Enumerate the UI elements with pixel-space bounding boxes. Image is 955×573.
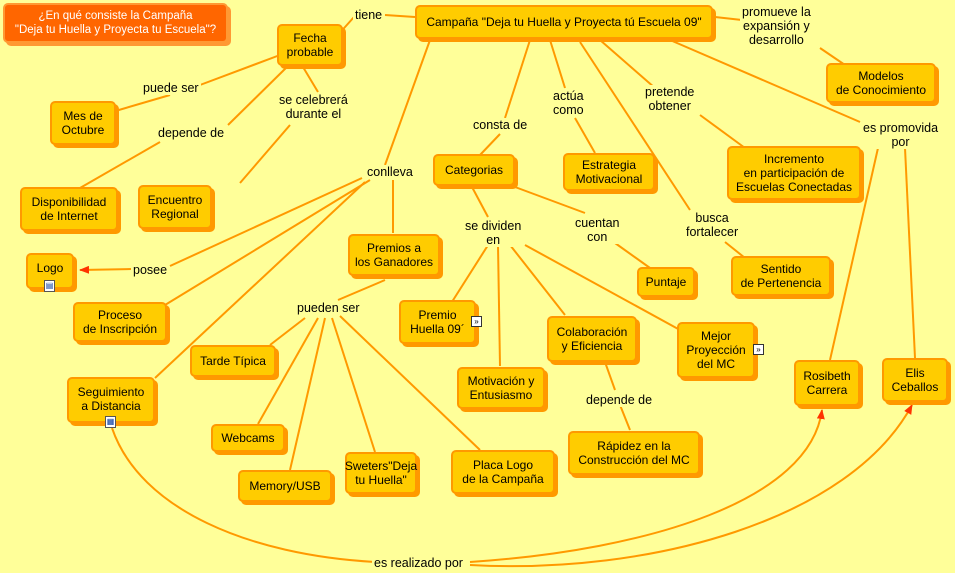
link-line (269, 317, 306, 346)
linking-phrase: actúa como (551, 89, 586, 117)
linking-phrase: depende de (156, 126, 227, 140)
concept-rosibeth[interactable]: Rosibeth Carrera (794, 360, 860, 406)
link-line (169, 177, 363, 267)
link-line (79, 265, 133, 274)
navigate-arrow-icon[interactable]: » (753, 344, 764, 355)
concept-tarde-tipica[interactable]: Tarde Típica (190, 345, 276, 377)
linking-phrase: es promovida por (861, 121, 941, 149)
concept-puntaje[interactable]: Puntaje (637, 267, 695, 297)
concept-rapidez[interactable]: Rápidez en la Construcción del MC (568, 431, 700, 475)
link-line (337, 279, 386, 301)
link-line (699, 114, 746, 149)
link-line (497, 244, 501, 367)
linking-phrase: se dividen en (463, 219, 524, 247)
link-line (904, 147, 916, 359)
linking-phrase: promueve la expansión y desarrollo (740, 5, 813, 47)
link-line (384, 14, 416, 18)
link-line (469, 404, 913, 568)
link-line (339, 315, 481, 451)
concept-fecha-probable[interactable]: Fecha probable (277, 24, 343, 66)
link-line (724, 241, 746, 259)
linking-phrase: tiene (353, 8, 385, 22)
link-line (384, 39, 431, 166)
linking-phrase: conlleva (365, 165, 415, 179)
link-line (579, 41, 691, 211)
link-line (111, 94, 171, 113)
concept-categorias[interactable]: Categorias (433, 154, 515, 186)
link-line (79, 141, 161, 189)
link-line (574, 117, 596, 154)
link-line (619, 404, 631, 431)
link-line (614, 242, 651, 269)
link-line (479, 133, 501, 156)
multi-document-icon[interactable]: ▦ (105, 416, 116, 428)
concept-webcams[interactable]: Webcams (211, 424, 285, 452)
link-line (227, 63, 291, 126)
link-line (111, 427, 376, 563)
linking-phrase: pueden ser (295, 301, 362, 315)
concept-colaboracion[interactable]: Colaboración y Eficiencia (547, 316, 637, 362)
link-line (524, 244, 681, 331)
linking-phrase: depende de (584, 393, 655, 407)
linking-phrase: cuentan con (573, 216, 622, 244)
document-icon[interactable]: ▤ (44, 280, 55, 292)
link-line (549, 39, 566, 89)
link-line (604, 361, 616, 391)
concept-encuentro-regional[interactable]: Encuentro Regional (138, 185, 212, 229)
concept-placa-logo[interactable]: Placa Logo de la Campaña (451, 450, 555, 494)
concept-mes-octubre[interactable]: Mes de Octubre (50, 101, 116, 145)
navigate-arrow-icon[interactable]: » (471, 316, 482, 327)
concept-sweters[interactable]: Sweters"Deja tu Huella" (345, 452, 417, 494)
linking-phrase: puede ser (141, 81, 201, 95)
link-line (819, 47, 846, 66)
link-line (471, 186, 489, 218)
link-line (199, 54, 281, 86)
concept-proceso-inscripcion[interactable]: Proceso de Inscripción (73, 302, 167, 342)
concept-premio-huella[interactable]: Premio Huella 09´ (399, 300, 476, 344)
focus-question: ¿En qué consiste la Campaña "Deja tu Hue… (3, 3, 228, 43)
link-line (469, 409, 825, 563)
link-line (257, 317, 319, 425)
concept-disponibilidad[interactable]: Disponibilidad de Internet (20, 187, 118, 231)
link-line (331, 317, 376, 453)
concept-incremento[interactable]: Incremento en participación de Escuelas … (727, 146, 861, 200)
link-line (714, 16, 743, 21)
concept-elis[interactable]: Elis Ceballos (882, 358, 948, 402)
link-line (599, 39, 656, 89)
linking-phrase: busca fortalecer (684, 211, 741, 239)
link-line (829, 147, 879, 361)
concept-mejor-proyeccion[interactable]: Mejor Proyección del MC (677, 322, 755, 378)
concept-sentido-pertenencia[interactable]: Sentido de Pertenencia (731, 256, 831, 296)
concept-campaign[interactable]: Campaña "Deja tu Huella y Proyecta tú Es… (415, 5, 713, 39)
link-line (509, 244, 566, 316)
concept-modelos[interactable]: Modelos de Conocimiento (826, 63, 936, 103)
link-line (449, 241, 491, 306)
concept-estrategia[interactable]: Estrategia Motivacional (563, 153, 655, 191)
linking-phrase: es realizado por (372, 556, 465, 570)
link-line (164, 179, 371, 306)
link-line (289, 317, 326, 471)
concept-premios-ganadores[interactable]: Premios a los Ganadores (348, 234, 440, 276)
linking-phrase: pretende obtener (643, 85, 697, 113)
concept-memory-usb[interactable]: Memory/USB (238, 470, 332, 502)
link-line (154, 181, 366, 379)
link-line (504, 39, 531, 119)
linking-phrase: posee (131, 263, 170, 277)
concept-motivacion[interactable]: Motivación y Entusiasmo (457, 367, 545, 409)
link-line (299, 61, 319, 93)
linking-phrase: consta de (471, 118, 530, 132)
link-line (669, 39, 861, 123)
link-line (514, 186, 586, 214)
concept-seguimiento[interactable]: Seguimiento a Distancia (67, 377, 155, 423)
linking-phrase: se celebrerá durante el (277, 93, 350, 121)
link-line (239, 124, 291, 184)
